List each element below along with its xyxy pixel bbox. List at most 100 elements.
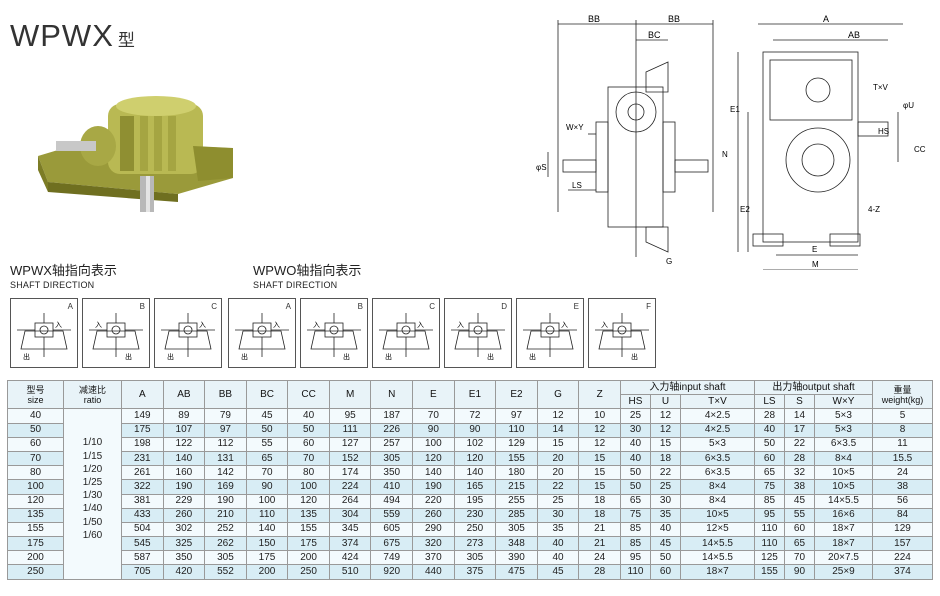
- reducer-symbol: 入出: [307, 313, 361, 361]
- table-cell: 260: [162, 507, 206, 523]
- col-hs-header: HS: [619, 394, 651, 410]
- output-mark: 出: [529, 352, 536, 361]
- table-cell: 97: [495, 408, 538, 424]
- box-letter: C: [429, 302, 435, 311]
- table-cell: 250: [453, 521, 497, 538]
- table-cell: 155: [287, 521, 330, 538]
- table-cell: 18: [649, 450, 681, 467]
- table-cell: 40: [536, 550, 580, 566]
- ratio-value: 1/40: [82, 503, 103, 515]
- table-cell: 40: [619, 436, 651, 452]
- front-label-4z: 4-Z: [868, 205, 880, 214]
- table-cell: 30: [536, 507, 580, 523]
- table-cell: 127: [328, 436, 372, 452]
- side-label-bc: BC: [648, 30, 661, 40]
- table-cell: 90: [245, 479, 289, 495]
- table-cell: 180: [495, 465, 538, 481]
- table-cell: 24: [872, 465, 933, 481]
- table-cell: 374: [872, 564, 933, 580]
- reducer-symbol: 入出: [89, 313, 143, 361]
- table-cell: 140: [453, 465, 497, 481]
- table-cell: 25: [536, 493, 580, 509]
- table-cell: 10×5: [813, 465, 874, 481]
- table-cell: 50: [753, 436, 785, 452]
- table-cell: 169: [204, 479, 247, 495]
- table-cell: 65: [783, 536, 815, 552]
- table-cell: 198: [121, 436, 164, 452]
- output-mark: 出: [631, 352, 638, 361]
- table-cell: 70: [783, 550, 815, 566]
- table-cell: 552: [204, 564, 247, 580]
- front-label-hs: HS: [878, 127, 889, 136]
- table-cell: 705: [121, 564, 164, 580]
- table-cell: 350: [162, 550, 206, 566]
- table-cell: 155: [7, 521, 64, 538]
- col-m-header: M: [328, 379, 372, 410]
- table-cell: 230: [453, 507, 497, 523]
- table-cell: 10: [578, 408, 621, 424]
- input-mark: 入: [273, 321, 280, 329]
- table-cell: 6×3.5: [679, 465, 755, 481]
- wpwo-direction-label: WPWO轴指向表示 SHAFT DIRECTION: [253, 263, 361, 293]
- table-cell: 920: [370, 564, 414, 580]
- input-mark: 入: [601, 321, 608, 329]
- table-cell: 226: [370, 422, 414, 438]
- table-cell: 5: [872, 408, 933, 424]
- table-cell: 40: [619, 450, 651, 467]
- side-label-ls: LS: [572, 181, 582, 190]
- table-cell: 45: [536, 564, 580, 580]
- table-cell: 325: [162, 536, 206, 552]
- box-letter: F: [646, 302, 651, 311]
- table-cell: 190: [162, 479, 206, 495]
- table-cell: 433: [121, 507, 164, 523]
- table-cell: 129: [495, 436, 538, 452]
- table-cell: 84: [872, 507, 933, 523]
- table-cell: 102: [453, 436, 497, 452]
- table-cell: 38: [783, 479, 815, 495]
- table-cell: 70: [412, 408, 455, 424]
- table-cell: 285: [495, 507, 538, 523]
- table-cell: 80: [7, 465, 64, 481]
- table-cell: 15: [578, 479, 621, 495]
- col-bc-header: BC: [245, 379, 289, 410]
- table-cell: 72: [453, 408, 497, 424]
- output-mark: 出: [125, 352, 132, 361]
- output-mark: 出: [487, 352, 494, 361]
- table-cell: 18: [578, 507, 621, 523]
- table-cell: 12: [649, 408, 681, 424]
- table-cell: 587: [121, 550, 164, 566]
- table-cell: 70: [245, 465, 289, 481]
- table-cell: 40: [649, 521, 681, 538]
- col-txv-header: T×V: [679, 394, 755, 410]
- table-cell: 15: [578, 465, 621, 481]
- col-z-header: Z: [578, 379, 621, 410]
- wpwo-direction-en: SHAFT DIRECTION: [253, 280, 338, 290]
- table-cell: 131: [204, 450, 247, 467]
- table-cell: 250: [287, 564, 330, 580]
- title-main: WPWX: [10, 18, 114, 53]
- output-mark: 出: [241, 352, 248, 361]
- table-cell: 12: [578, 422, 621, 438]
- table-cell: 90: [453, 422, 497, 438]
- table-cell: 14: [783, 408, 815, 424]
- table-cell: 38: [872, 479, 933, 495]
- front-label-n: N: [722, 150, 728, 159]
- table-cell: 390: [495, 550, 538, 566]
- ratio-value: 1/50: [82, 516, 103, 528]
- table-cell: 374: [328, 536, 372, 552]
- table-cell: 305: [495, 521, 538, 538]
- table-cell: 50: [649, 550, 681, 566]
- table-cell: 175: [287, 536, 330, 552]
- table-cell: 381: [121, 493, 164, 509]
- input-mark: 入: [457, 321, 464, 329]
- table-cell: 255: [495, 493, 538, 509]
